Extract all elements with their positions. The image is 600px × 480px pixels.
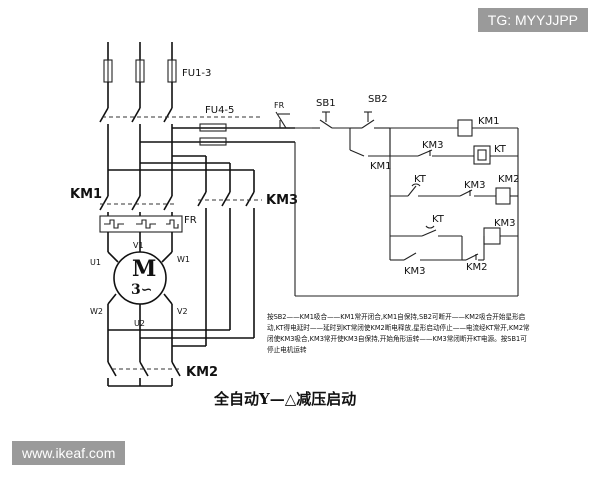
watermark-bottom: www.ikeaf.com [12,441,126,465]
km2-main-contacts [107,361,182,387]
kt-coil [473,145,491,165]
km3-coil [483,227,501,245]
km1-main-contacts [99,195,176,216]
operation-description: 按SB2——KM1吸合——KM1常开闭合,KM1自保持,SB2可断开——KM2吸… [267,312,533,356]
km2-coil-label: KM2 [498,174,520,185]
motor-symbol: M [132,256,156,282]
fr-power-label: FR [184,215,197,226]
sb2-label: SB2 [368,94,388,105]
thermal-relay [99,215,183,233]
terminal-w1: W1 [177,255,190,264]
power-circuit: FU1-3 FU4-5 [70,42,298,387]
km3-coil-label: KM3 [494,218,516,229]
sb1-stop-button [312,111,350,129]
sb1-label: SB1 [316,98,336,109]
km2-power-label: KM2 [186,365,218,380]
km3-nc-1-label: KM3 [422,140,444,151]
motor [107,244,173,318]
kt-contact-1-label: KT [414,174,427,185]
diagram-title: 全自动Y—△减压启动 [213,390,356,408]
fr-contact [275,111,312,129]
kt-contact-2-label: KT [432,214,445,225]
km3-hold-label: KM3 [404,266,426,277]
watermark-top: TG: MYYJJPP [477,8,588,32]
control-fuse-label: FU4-5 [205,105,234,116]
control-circuit: FR SB1 SB2 KM1 KM1 [226,94,520,297]
main-fuse-label: FU1-3 [182,68,211,79]
kt-coil-label: KT [494,144,507,155]
fr-contact-label: FR [274,101,285,110]
terminal-v1: V1 [133,241,144,250]
km1-power-label: KM1 [70,187,102,202]
main-switch [99,107,262,128]
km2-coil [495,187,511,205]
km3-main-contacts [197,156,262,346]
main-fuses [103,59,177,83]
km2-nc-label: KM2 [466,262,488,273]
km3-power-label: KM3 [266,193,298,208]
km1-coil-label: KM1 [478,116,500,127]
km1-coil [457,119,473,137]
terminal-v2: V2 [177,307,188,316]
km1-hold-label: KM1 [370,161,392,172]
motor-phase: 3∽ [131,282,152,298]
terminal-w2: W2 [90,307,103,316]
km3-nc-2-label: KM3 [464,180,486,191]
sb2-start-button [350,111,390,129]
terminal-u1: U1 [90,258,101,267]
